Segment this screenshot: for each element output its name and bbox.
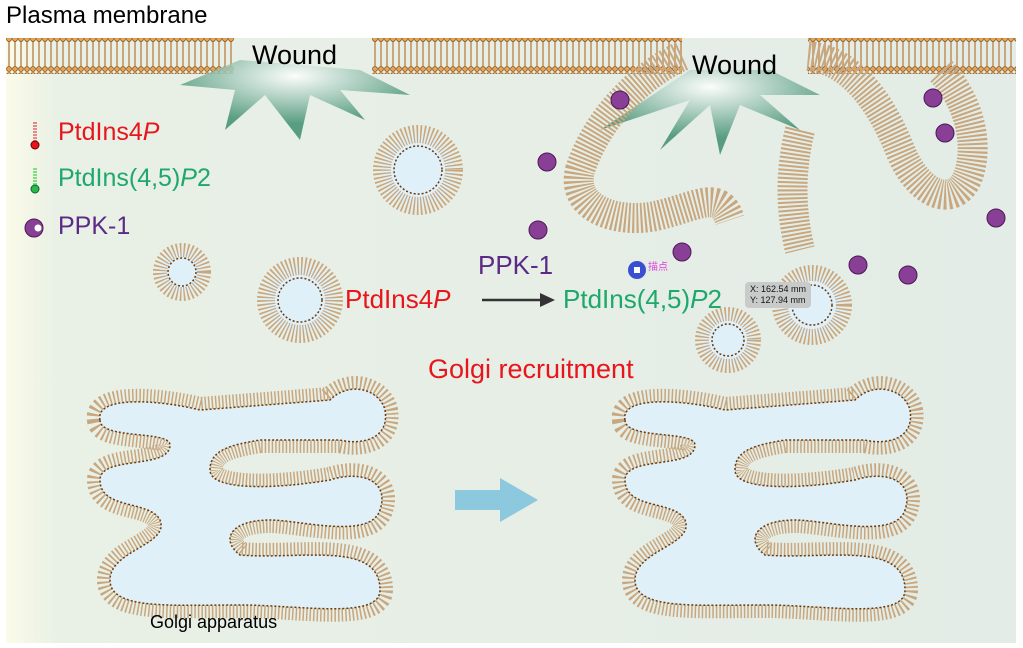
ppk1-enzymes — [528, 88, 1006, 304]
vesicle — [153, 243, 211, 301]
coordinate-tooltip: X: 162.54 mm Y: 127.94 mm — [745, 282, 812, 308]
wound-burst-right — [600, 70, 820, 155]
wound-label-left: Wound — [252, 40, 338, 70]
pi4p-lipid-icon — [30, 122, 40, 150]
vesicle — [695, 307, 761, 373]
golgi-left — [86, 376, 399, 622]
golgi-apparatus-label: Golgi apparatus — [150, 612, 278, 632]
legend-ppk1: PPK-1 — [58, 212, 131, 240]
wound-burst-left — [180, 60, 410, 140]
cursor-icon — [628, 261, 646, 279]
vesicle — [257, 257, 343, 343]
golgi-recruitment-label: Golgi recruitment — [428, 354, 634, 384]
vesicle — [373, 125, 463, 215]
reaction-product: PtdIns(4,5)P2 — [563, 284, 722, 314]
pip2-lipid-icon — [30, 168, 40, 194]
tooltip-y: Y: 127.94 mm — [750, 295, 806, 305]
plasma-membrane-title: Plasma membrane — [6, 2, 208, 29]
reaction-enzyme: PPK-1 — [478, 250, 554, 280]
transition-arrow — [455, 478, 538, 522]
tooltip-x: X: 162.54 mm — [750, 284, 807, 294]
reaction-substrate: PtdIns4P — [345, 284, 451, 314]
wound-membrane-curls — [563, 41, 988, 254]
legend-pip2: PtdIns(4,5)P2 — [58, 164, 211, 192]
reaction-arrow — [482, 293, 555, 307]
ppk1-enzyme-icon — [24, 218, 44, 238]
legend-pi4p: PtdIns4P — [58, 118, 160, 146]
cursor-label: 描点 — [648, 262, 668, 273]
wound-label-right: Wound — [692, 50, 778, 80]
golgi-right — [611, 376, 924, 622]
